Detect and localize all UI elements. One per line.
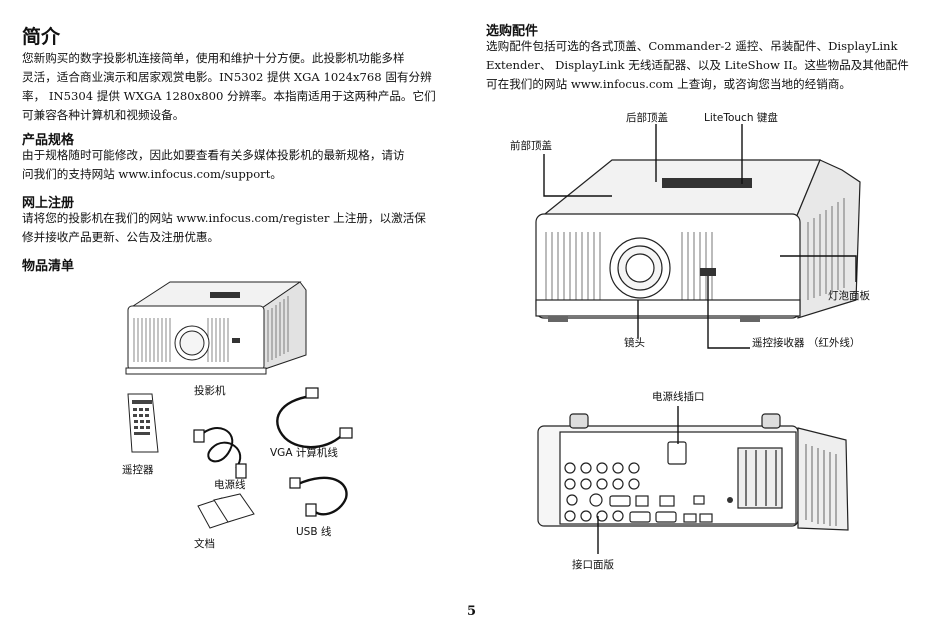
accessories-line: Extender、 DisplayLink 无线适配器、以及 LiteShow … bbox=[486, 58, 909, 72]
registration-line: 请将您的投影机在我们的网站 www.infocus.com/register 上… bbox=[22, 211, 426, 225]
page-title: 简介 bbox=[22, 26, 61, 48]
registration-line: 修并接收产品更新、公告及注册优惠。 bbox=[22, 230, 220, 244]
accessories-heading: 选购配件 bbox=[486, 24, 539, 39]
accessories-line: 选购配件包括可选的各式顶盖、Commander-2 遥控、吊装配件、Displa… bbox=[486, 39, 898, 53]
vga-cable-image bbox=[276, 387, 353, 449]
label-documents: 文档 bbox=[194, 538, 215, 550]
callout-lines-bottom bbox=[597, 406, 679, 554]
registration-heading: 网上注册 bbox=[22, 196, 75, 211]
spec-line: 由于规格随时可能修改，因此如要查看有关多媒体投影机的最新规格，请访 bbox=[22, 148, 405, 162]
power-cord-image bbox=[193, 427, 247, 479]
documents-image bbox=[197, 493, 255, 529]
remote-control-image bbox=[127, 393, 159, 453]
label-connector-panel: 接口面版 bbox=[572, 559, 614, 571]
spec-heading: 产品规格 bbox=[22, 133, 75, 148]
label-vga-cable: VGA 计算机线 bbox=[270, 447, 338, 459]
label-remote: 遥控器 bbox=[122, 464, 154, 476]
label-front-cover: 前部顶盖 bbox=[510, 140, 552, 152]
intro-line: 灵活，适合商业演示和居家观赏电影。IN5302 提供 XGA 1024x768 … bbox=[22, 70, 432, 84]
label-power-socket: 电源线插口 bbox=[652, 391, 705, 403]
accessories-paragraph: 选购配件包括可选的各式顶盖、Commander-2 遥控、吊装配件、Displa… bbox=[486, 37, 926, 94]
projector-small-image bbox=[125, 281, 307, 375]
usb-cable-image bbox=[289, 476, 348, 517]
label-litetouch-keypad: LiteTouch 键盘 bbox=[704, 112, 778, 124]
intro-line: 可兼容各种计算机和视频设备。 bbox=[22, 108, 185, 122]
package-contents-heading: 物品清单 bbox=[22, 259, 75, 274]
page-number: 5 bbox=[467, 604, 477, 619]
accessories-line: 可在我们的网站 www.infocus.com 上查询，或咨询您当地的经销商。 bbox=[486, 77, 852, 91]
callout-lines-top bbox=[543, 124, 857, 349]
spec-line: 问我们的支持网站 www.infocus.com/support。 bbox=[22, 167, 282, 181]
label-projector: 投影机 bbox=[194, 385, 226, 397]
label-rear-cover: 后部顶盖 bbox=[626, 112, 668, 124]
intro-paragraph: 您新购买的数字投影机连接简单，使用和维护十分方便。此投影机功能多样 灵活，适合商… bbox=[22, 49, 462, 125]
label-usb-cable: USB 线 bbox=[296, 526, 332, 538]
registration-paragraph: 请将您的投影机在我们的网站 www.infocus.com/register 上… bbox=[22, 209, 462, 247]
projector-large-image bbox=[535, 159, 861, 322]
connector-panel-image bbox=[537, 413, 849, 531]
spec-paragraph: 由于规格随时可能修改，因此如要查看有关多媒体投影机的最新规格，请访 问我们的支持… bbox=[22, 146, 462, 184]
label-power-cord: 电源线 bbox=[214, 479, 246, 491]
label-lens: 镜头 bbox=[624, 337, 645, 349]
label-ir-receiver: 遥控接收器 （红外线） bbox=[752, 337, 861, 349]
intro-line: 您新购买的数字投影机连接简单，使用和维护十分方便。此投影机功能多样 bbox=[22, 51, 405, 65]
label-lamp-panel: 灯泡面板 bbox=[828, 290, 870, 302]
intro-line: 率， IN5304 提供 WXGA 1280x800 分辨率。本指南适用于这两种… bbox=[22, 89, 436, 103]
